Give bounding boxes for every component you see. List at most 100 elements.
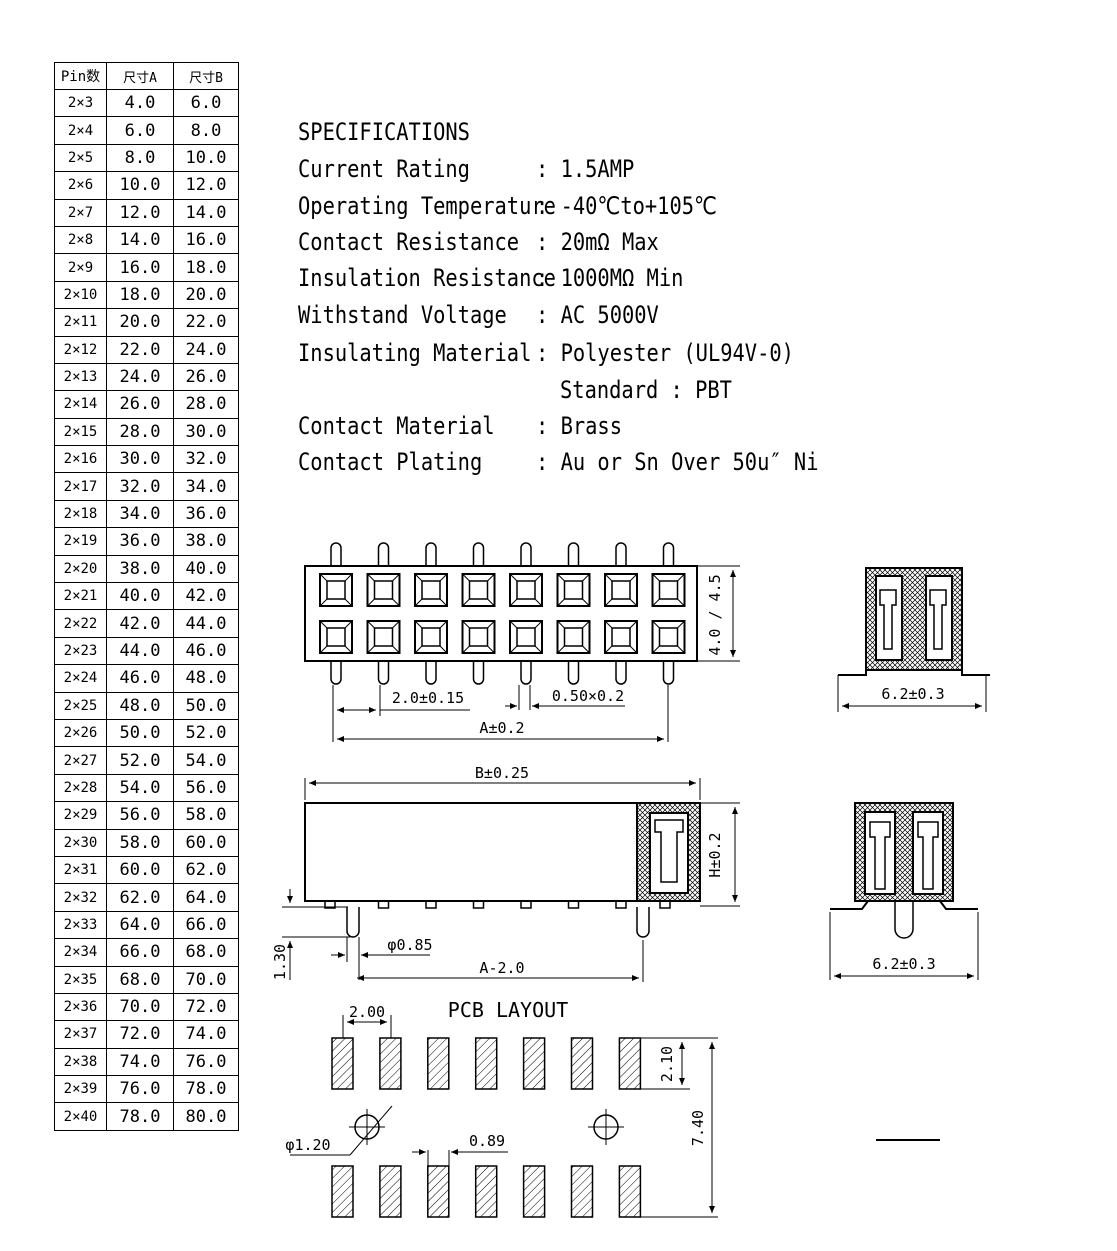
lower-pin (377, 661, 390, 685)
spec-label: Operating Temperature (298, 192, 556, 220)
table-header-row: Pin数 尺寸A 尺寸B (54, 62, 239, 90)
spec-value: : Polyester (UL94V-0) (536, 339, 794, 367)
size-a-cell: 70.0 (106, 992, 174, 1022)
contact-cell-inner (373, 580, 394, 600)
pin-count-cell: 2×22 (54, 609, 107, 638)
pcb-pad-top (522, 1037, 546, 1090)
end-view-top (837, 567, 990, 712)
lower-pin (330, 661, 342, 685)
size-a-cell: 72.0 (106, 1020, 174, 1049)
size-b-cell: 48.0 (173, 664, 239, 693)
pcb-hole-label: φ1.20 (285, 1136, 330, 1154)
contact-cell (651, 573, 686, 607)
size-a-cell: 64.0 (106, 910, 174, 940)
size-b-cell: 44.0 (173, 609, 239, 638)
peg-height-label: 1.30 (271, 944, 289, 980)
pin-count-cell: 2×7 (54, 198, 107, 227)
contact-cell-chamfer (557, 573, 590, 607)
pin-count-cell: 2×40 (54, 1102, 107, 1131)
pin-count-cell: 2×35 (54, 965, 107, 994)
pcb-pad-top (474, 1037, 498, 1090)
spec-value: : Brass (536, 412, 622, 440)
contact-cell (556, 620, 591, 654)
contact-cell-inner (658, 580, 679, 600)
spec-title: SPECIFICATIONS (298, 118, 470, 146)
size-b-cell: 18.0 (173, 253, 239, 282)
size-a-cell: 10.0 (106, 171, 174, 200)
header-pin-count: Pin数 (54, 62, 107, 90)
front-view (282, 778, 740, 982)
pcb-pads (331, 1037, 642, 1218)
end-view-bottom (829, 802, 979, 980)
contact-cell-chamfer (319, 620, 353, 654)
top-view-pins (330, 542, 675, 685)
contact-cell-inner (421, 627, 441, 647)
contact-cell (366, 573, 401, 607)
width-bottom-label: 6.2±0.3 (872, 955, 935, 973)
spec-label: Insulation Resistance (298, 264, 556, 292)
upper-pin (472, 542, 485, 566)
front-pin-stub (324, 900, 336, 909)
size-b-cell: 70.0 (173, 965, 239, 994)
pin-count-cell: 2×28 (54, 773, 107, 803)
h-tolerance-label: H±0.2 (706, 832, 724, 877)
contact-cell-inner (563, 627, 584, 647)
pin-count-cell: 2×36 (54, 992, 107, 1022)
upper-pin (615, 542, 627, 566)
size-b-cell: 16.0 (173, 225, 239, 255)
contact-cell-inner (468, 580, 489, 600)
a-minus-label: A-2.0 (479, 959, 524, 977)
spec-label: Withstand Voltage (298, 301, 507, 329)
lower-pin (425, 661, 437, 685)
top-view-contacts (319, 573, 686, 654)
upper-pin (425, 542, 437, 566)
spec-label: Current Rating (298, 155, 470, 183)
contact-cell-chamfer (509, 573, 543, 607)
pin-count-cell: 2×38 (54, 1047, 107, 1077)
contact-cell-chamfer (509, 620, 543, 654)
contact-cell-inner (516, 580, 536, 600)
pcb-layout (290, 1015, 940, 1218)
size-a-cell: 6.0 (106, 116, 174, 145)
spec-value: Standard : PBT (560, 376, 732, 404)
contact-cell-chamfer (462, 573, 495, 607)
pcb-pad-bottom (570, 1165, 594, 1218)
size-a-cell: 58.0 (106, 828, 174, 857)
contact-cell-inner (658, 627, 679, 647)
contact-cell (651, 620, 686, 654)
a-tolerance-label: A±0.2 (479, 719, 524, 737)
contact-cell-inner (326, 627, 346, 647)
pitch-dim-label: 2.0±0.15 (392, 689, 464, 707)
size-b-cell: 36.0 (173, 499, 239, 529)
contact-cell-chamfer (462, 620, 495, 654)
size-b-cell: 6.0 (173, 88, 239, 118)
spec-value: : Au or Sn Over 50u″ Ni (536, 448, 819, 476)
pin-count-cell: 2×39 (54, 1075, 107, 1104)
front-pin-stub (472, 900, 485, 909)
size-a-cell: 60.0 (106, 855, 174, 885)
front-pin-stub (659, 900, 671, 909)
size-b-cell: 12.0 (173, 171, 239, 200)
contact-cell-chamfer (652, 620, 685, 654)
size-b-cell: 68.0 (173, 938, 239, 967)
pcb-pad-top (570, 1037, 594, 1090)
pcb-pad-width-label: 0.89 (469, 1132, 505, 1150)
contact-cell-chamfer (604, 620, 638, 654)
pin-count-cell: 2×25 (54, 691, 107, 720)
pcb-pad-bottom (331, 1165, 354, 1218)
size-a-cell: 74.0 (106, 1047, 174, 1077)
